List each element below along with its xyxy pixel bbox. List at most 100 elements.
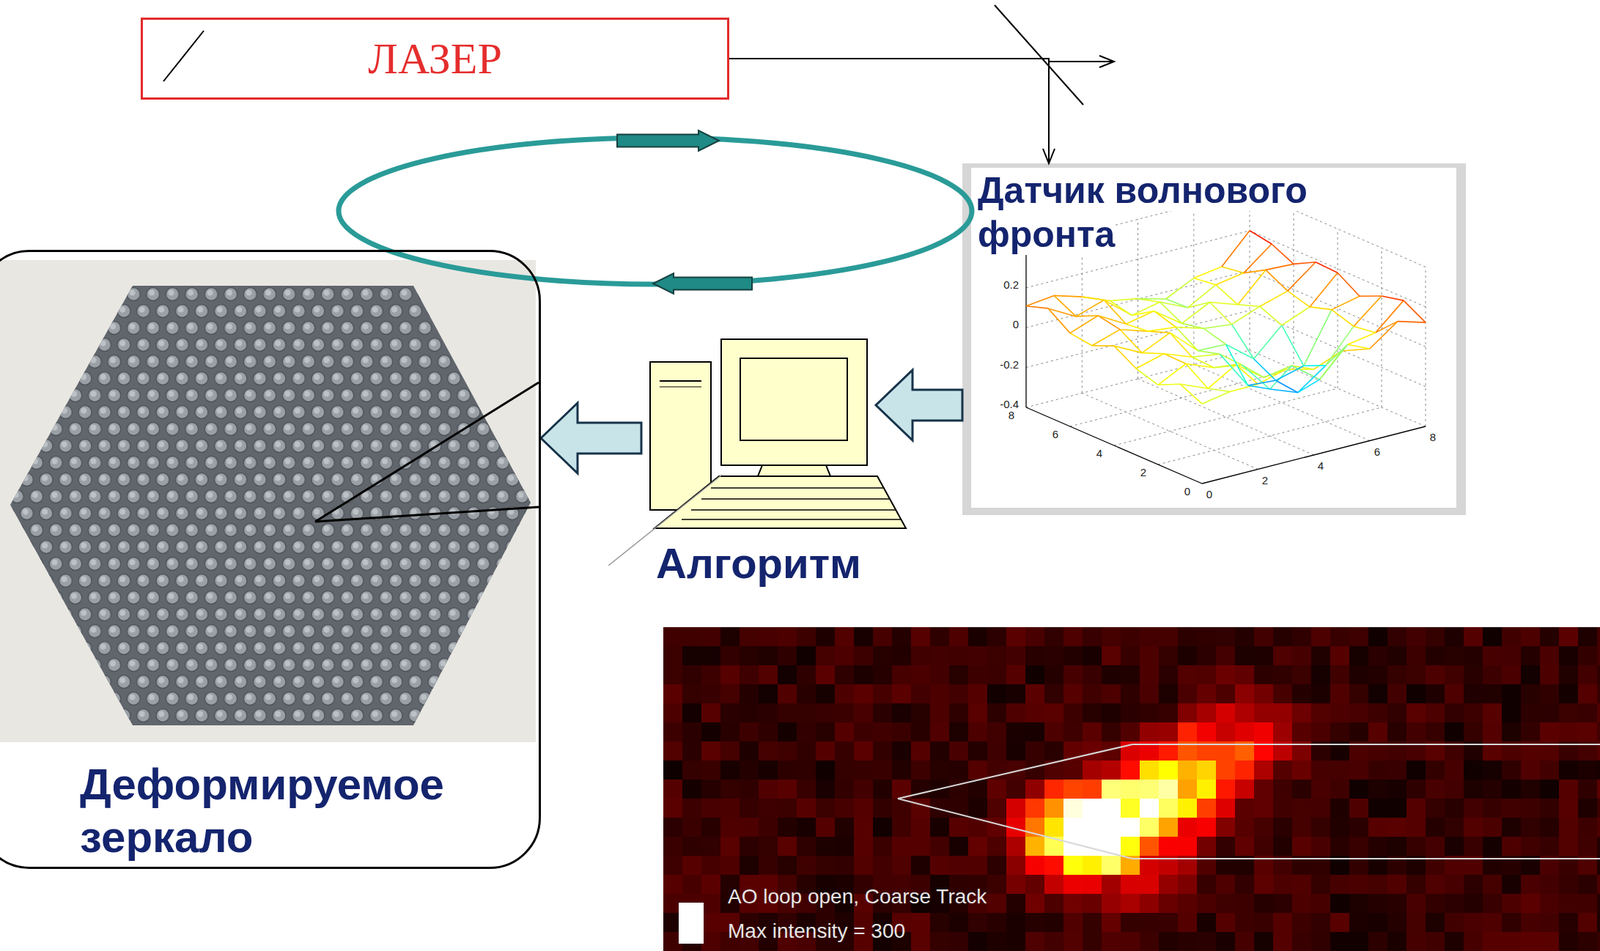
heatmap-cell [1349, 779, 1369, 799]
heatmap-cell [1063, 875, 1083, 895]
heatmap-cell [949, 913, 969, 933]
heatmap-cell [1196, 932, 1216, 951]
heatmap-cell [1273, 722, 1293, 742]
heatmap-cell [1387, 703, 1407, 723]
heatmap-cell [853, 646, 873, 666]
heatmap-cell [1215, 817, 1235, 838]
heatmap-cell [1330, 722, 1350, 742]
heatmap-cell [682, 627, 702, 647]
heatmap-cell [1387, 646, 1407, 666]
loop-status: AO loop open, Coarse Track [727, 879, 1600, 914]
heatmap-cell [1463, 627, 1483, 647]
heatmap-cell [796, 798, 816, 818]
heatmap-cell [1368, 779, 1388, 799]
heatmap-cell [739, 703, 759, 723]
heatmap-cell [1254, 837, 1274, 857]
heatmap-cell [1292, 798, 1312, 818]
heatmap-cell [1177, 913, 1197, 933]
heatmap-cell [701, 760, 721, 780]
heatmap-cell [1292, 665, 1312, 685]
heatmap-cell [1520, 932, 1540, 951]
heatmap-cell [1311, 837, 1331, 857]
heatmap-cell [701, 837, 721, 857]
heatmap-cell [1101, 627, 1121, 647]
heatmap-cell [1311, 817, 1331, 838]
axis-tick-label: 2 [1140, 466, 1147, 479]
heatmap-cell [720, 856, 740, 876]
heatmap-cell [1120, 646, 1140, 666]
heatmap-cell [1120, 722, 1140, 742]
heatmap-cell [968, 722, 988, 742]
drive-slot [659, 380, 702, 382]
heatmap-cell [1330, 798, 1350, 818]
surface-segment [1241, 365, 1270, 390]
heatmap-cell [663, 817, 683, 838]
heatmap-cell [1120, 894, 1140, 914]
heatmap-cell [663, 837, 683, 857]
surface-segment [1191, 356, 1214, 368]
heatmap-cell [1425, 837, 1445, 857]
surface-segment [1229, 384, 1258, 392]
psf-heatmap [663, 627, 1600, 951]
heatmap-cell [701, 913, 721, 933]
heatmap-cell [1311, 932, 1331, 951]
heatmap-cell [949, 760, 969, 780]
surface-segment [1248, 385, 1271, 390]
heatmap-cell [1425, 703, 1445, 723]
heatmap-cell [1539, 665, 1559, 685]
surface-segment [1325, 344, 1348, 366]
heatmap-cell [853, 798, 873, 818]
heatmap-cell [1120, 684, 1140, 704]
surface-segment [1185, 364, 1208, 390]
heatmap-cell [1578, 703, 1598, 723]
surface-segment [1347, 344, 1370, 349]
loop-arrow [617, 130, 720, 151]
heatmap-cell [1444, 703, 1464, 723]
heatmap-cell [1006, 627, 1026, 647]
heatmap-cell [987, 875, 1007, 895]
heatmap-cell [720, 817, 740, 838]
heatmap-cell [1558, 875, 1579, 895]
heatmap-cell [1482, 913, 1502, 933]
surface-segment [1109, 301, 1132, 316]
heatmap-cell [1139, 665, 1159, 685]
heatmap-cell [1273, 913, 1293, 933]
heatmap-cell [1578, 817, 1598, 838]
heatmap-cell [1444, 722, 1464, 742]
heatmap-cell [1234, 798, 1255, 818]
heatmap-cell [968, 646, 988, 666]
heatmap-cell [1463, 722, 1483, 742]
surface-segment [1109, 299, 1138, 302]
heatmap-cell [682, 856, 702, 876]
heatmap-cell [1273, 760, 1293, 780]
heatmap-cell [777, 837, 797, 857]
heatmap-cell [1520, 722, 1540, 742]
heatmap-cell [1063, 646, 1083, 666]
heatmap-cell [1349, 894, 1369, 914]
heatmap-cell [1387, 932, 1407, 951]
heatmap-cell [1215, 875, 1235, 895]
heatmap-cell [1158, 837, 1178, 857]
heatmap-cell [1139, 760, 1159, 780]
heatmap-cell [1539, 684, 1559, 704]
surface-segment [1248, 380, 1277, 386]
surface-segment [1353, 296, 1382, 327]
surface-segment [1403, 300, 1426, 323]
heatmap-cell [758, 798, 778, 818]
heatmap-cell [1139, 779, 1159, 799]
surface-segment [1287, 262, 1316, 291]
surface-segment [1092, 329, 1120, 346]
heatmap-cell [1063, 760, 1083, 780]
heatmap-cell [834, 665, 854, 685]
heatmap-cell [701, 646, 721, 666]
surface-segment [1070, 315, 1098, 334]
keyboard-row [701, 498, 890, 500]
heatmap-cell [1539, 817, 1559, 838]
heatmap-cell [1501, 684, 1521, 704]
heatmap-cell [796, 741, 816, 761]
surface-segment [1215, 273, 1244, 286]
heatmap-cell [701, 665, 721, 685]
heatmap-cell [1082, 856, 1102, 876]
surface-segment [1342, 348, 1370, 352]
heatmap-cell [1082, 627, 1102, 647]
